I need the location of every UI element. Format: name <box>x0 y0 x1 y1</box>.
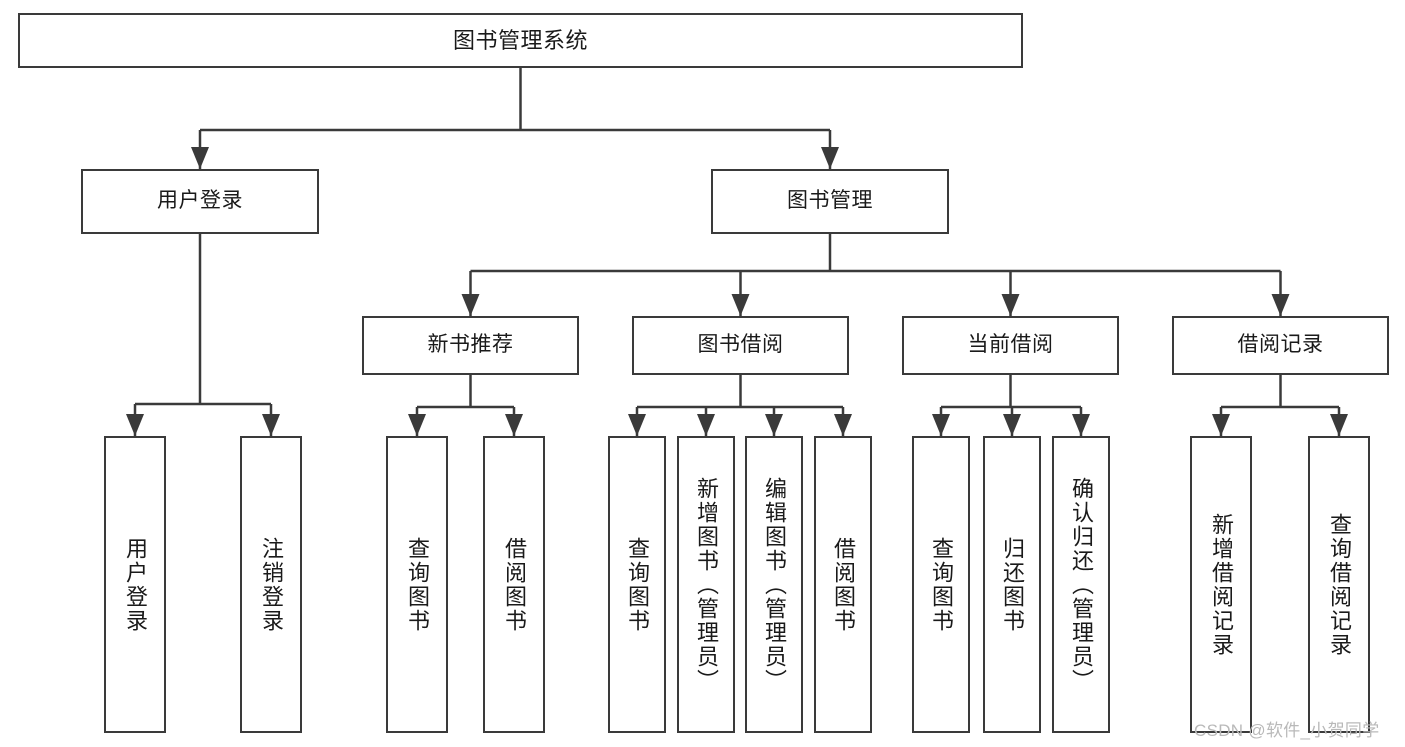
node-label: 查询图书 <box>405 536 430 633</box>
arrowhead-icon <box>1330 414 1348 436</box>
arrowhead-icon <box>932 414 950 436</box>
node-label: 注销登录 <box>259 536 284 633</box>
node-label: 确认归还（管理员） <box>1069 476 1094 693</box>
node-leaf-query-3[interactable]: 查询图书 <box>912 436 970 733</box>
node-leaf-add-book[interactable]: 新增图书（管理员） <box>677 436 735 733</box>
arrowhead-icon <box>1212 414 1230 436</box>
node-leaf-return[interactable]: 归还图书 <box>983 436 1041 733</box>
node-label: 当前借阅 <box>967 333 1054 357</box>
node-label: 用户登录 <box>157 189 243 213</box>
arrowhead-icon <box>1271 294 1290 316</box>
arrowhead-icon <box>731 294 750 316</box>
node-label: 用户登录 <box>123 536 148 633</box>
node-root[interactable]: 图书管理系统 <box>18 13 1023 68</box>
node-label: 查询图书 <box>625 536 650 633</box>
node-label: 查询借阅记录 <box>1327 512 1352 657</box>
node-leaf-query-rec[interactable]: 查询借阅记录 <box>1308 436 1370 733</box>
arrowhead-icon <box>821 147 839 169</box>
arrowhead-icon <box>408 414 426 436</box>
node-label: 图书借阅 <box>697 333 784 357</box>
node-label: 新增借阅记录 <box>1209 512 1234 657</box>
node-label: 归还图书 <box>1000 536 1025 633</box>
node-leaf-borrow-2[interactable]: 借阅图书 <box>814 436 872 733</box>
arrowhead-icon <box>697 414 715 436</box>
arrowhead-icon <box>126 414 144 436</box>
node-new-book-rec[interactable]: 新书推荐 <box>362 316 579 375</box>
node-label: 借阅记录 <box>1237 333 1324 357</box>
arrowhead-icon <box>834 414 852 436</box>
node-leaf-add-rec[interactable]: 新增借阅记录 <box>1190 436 1252 733</box>
node-label: 图书管理 <box>787 189 873 213</box>
node-label: 图书管理系统 <box>452 27 588 53</box>
node-leaf-borrow-1[interactable]: 借阅图书 <box>483 436 545 733</box>
node-leaf-query-2[interactable]: 查询图书 <box>608 436 666 733</box>
arrowhead-icon <box>1001 294 1020 316</box>
node-book-manage[interactable]: 图书管理 <box>711 169 949 234</box>
node-leaf-logout[interactable]: 注销登录 <box>240 436 302 733</box>
node-leaf-edit-book[interactable]: 编辑图书（管理员） <box>745 436 803 733</box>
arrowhead-icon <box>191 147 209 169</box>
arrowhead-icon <box>1072 414 1090 436</box>
node-user-login[interactable]: 用户登录 <box>81 169 319 234</box>
node-label: 新书推荐 <box>427 333 514 357</box>
node-leaf-query-1[interactable]: 查询图书 <box>386 436 448 733</box>
node-label: 借阅图书 <box>502 536 527 633</box>
node-label: 新增图书（管理员） <box>694 476 719 693</box>
arrowhead-icon <box>1003 414 1021 436</box>
node-label: 编辑图书（管理员） <box>762 476 787 693</box>
arrowhead-icon <box>461 294 480 316</box>
arrowhead-icon <box>262 414 280 436</box>
node-leaf-confirm[interactable]: 确认归还（管理员） <box>1052 436 1110 733</box>
node-current-borrow[interactable]: 当前借阅 <box>902 316 1119 375</box>
arrowhead-icon <box>505 414 523 436</box>
node-label: 查询图书 <box>929 536 954 633</box>
node-book-borrow[interactable]: 图书借阅 <box>632 316 849 375</box>
node-borrow-record[interactable]: 借阅记录 <box>1172 316 1389 375</box>
node-leaf-user-login[interactable]: 用户登录 <box>104 436 166 733</box>
arrowhead-icon <box>765 414 783 436</box>
arrowhead-icon <box>628 414 646 436</box>
node-label: 借阅图书 <box>831 536 856 633</box>
